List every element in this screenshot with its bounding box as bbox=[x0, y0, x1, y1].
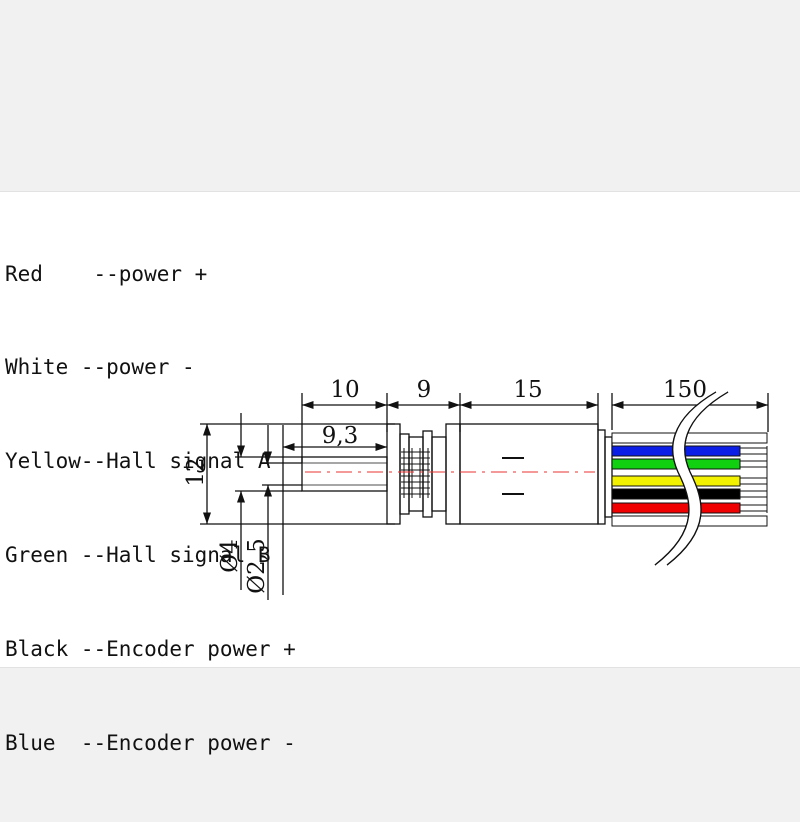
wire-yellow bbox=[611, 475, 741, 487]
dim-label-9: 9 bbox=[417, 377, 432, 403]
legend-black: Black --Encoder power + bbox=[5, 637, 296, 662]
encoder-plate bbox=[597, 429, 613, 525]
wire-red bbox=[611, 502, 741, 514]
motor-drawing: 10 9 15 150 9,3 12 Ø4 Ø2,5 bbox=[183, 377, 769, 600]
dim-label-150: 150 bbox=[663, 377, 707, 403]
canvas: Red --power + White --power - Yellow--Ha… bbox=[0, 191, 800, 755]
dim-label-9-3: 9,3 bbox=[322, 423, 359, 449]
dim-label-10: 10 bbox=[330, 377, 359, 403]
legend-blue: Blue --Encoder power - bbox=[5, 731, 296, 756]
wire-legend: Red --power + White --power - Yellow--Ha… bbox=[5, 196, 296, 822]
legend-white: White --power - bbox=[5, 355, 195, 380]
dim-label-15: 15 bbox=[513, 377, 542, 403]
legend-green: Green --Hall signal B bbox=[5, 543, 271, 568]
output-shaft bbox=[301, 456, 388, 492]
gearbox bbox=[386, 423, 461, 525]
dim-label-dia-4: Ø4 bbox=[217, 539, 243, 573]
wire-black bbox=[611, 488, 741, 500]
legend-red: Red --power + bbox=[5, 261, 208, 286]
motor-body bbox=[459, 423, 599, 525]
wire-white-top bbox=[611, 432, 768, 444]
extension-lines bbox=[200, 393, 769, 595]
dim-label-dia-2-5: Ø2,5 bbox=[244, 538, 270, 593]
break-gap bbox=[655, 392, 728, 565]
dim-label-12: 12 bbox=[183, 457, 209, 486]
